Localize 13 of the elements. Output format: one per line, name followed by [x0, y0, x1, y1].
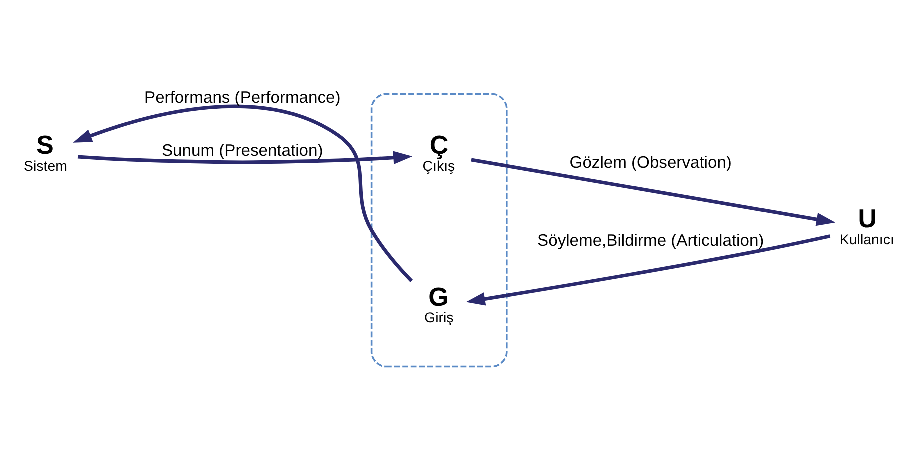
node-text: G Giriş	[424, 282, 454, 326]
cluster	[370, 93, 508, 368]
arrow	[73, 104, 414, 282]
node-text: U Kullanıcı	[840, 204, 894, 248]
arrow	[78, 151, 413, 165]
edge-label: Performans (Performance)	[144, 88, 341, 107]
edge-label: Sunum (Presentation)	[162, 141, 324, 160]
arrow	[466, 234, 831, 306]
edge-label: Gözlem (Observation)	[570, 152, 732, 172]
node-text: Ç Çıkış	[422, 130, 456, 175]
node-text: S Sistem	[24, 130, 68, 175]
arrow	[471, 158, 836, 226]
edge-label: Söyleme,Bildirme (Articulation)	[538, 231, 764, 250]
